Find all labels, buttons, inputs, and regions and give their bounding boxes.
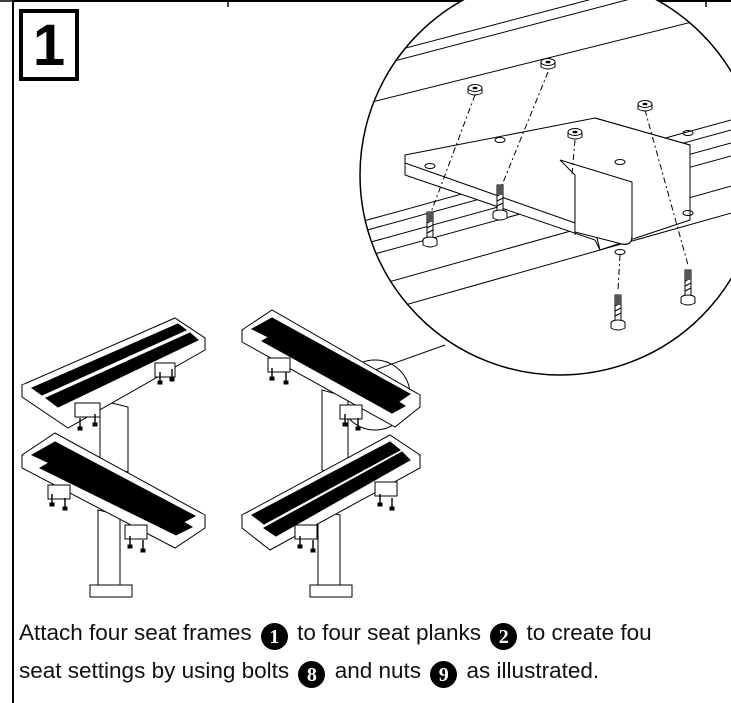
seat-assembly bbox=[241, 434, 421, 598]
part-number-badge: 1 bbox=[260, 623, 288, 650]
part-number-badge: 9 bbox=[430, 661, 458, 688]
instruction-text-segment: and nuts bbox=[334, 658, 422, 683]
instruction-line-1: Attach four seat frames 1 to four seat p… bbox=[19, 614, 731, 652]
instruction-text-segment: to four seat planks bbox=[297, 620, 481, 645]
detail-circle bbox=[359, 0, 731, 376]
instruction-text-segment: to create fou bbox=[526, 620, 652, 645]
instruction-text-segment: as illustrated. bbox=[466, 658, 600, 683]
part-number-badge: 2 bbox=[490, 623, 518, 650]
instruction-line-2: seat settings by using bolts 8 and nuts … bbox=[19, 652, 731, 690]
step-number: 1 bbox=[32, 13, 66, 78]
seat-assembly bbox=[20, 317, 206, 473]
seat-assembly bbox=[21, 432, 206, 598]
assembly-illustration bbox=[20, 0, 731, 598]
instruction-text: Attach four seat frames 1 to four seat p… bbox=[19, 614, 731, 690]
seat-assembly bbox=[241, 309, 421, 478]
part-number-badge: 8 bbox=[298, 661, 326, 688]
instruction-text-segment: Attach four seat frames bbox=[19, 620, 252, 645]
step-number-box: 1 bbox=[19, 9, 79, 81]
instruction-text-segment: seat settings by using bolts bbox=[19, 658, 290, 683]
